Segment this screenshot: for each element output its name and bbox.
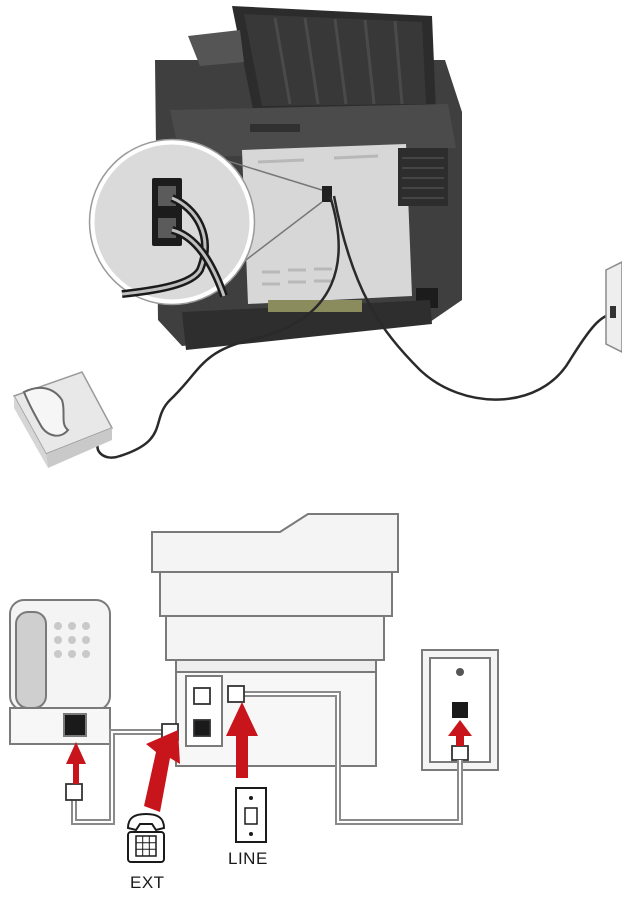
schematic-diagram: EXT LINE — [10, 514, 498, 892]
ext-port — [194, 720, 210, 736]
ext-label: EXT — [130, 873, 165, 892]
line-label: LINE — [228, 849, 268, 868]
red-arrow-icon — [144, 730, 180, 812]
telephone-photo — [14, 372, 112, 468]
photo-illustration — [14, 6, 622, 468]
telephone-outline — [10, 600, 110, 744]
wall-jack-icon — [236, 788, 266, 842]
line-port — [194, 688, 210, 704]
telephone-keypad-icon — [128, 814, 164, 862]
red-arrow-icon — [66, 742, 86, 784]
wall-jack-photo — [606, 262, 622, 352]
telephone-port — [64, 714, 86, 736]
printer-fax-ports — [186, 676, 222, 746]
wall-jack-outline — [422, 650, 498, 770]
